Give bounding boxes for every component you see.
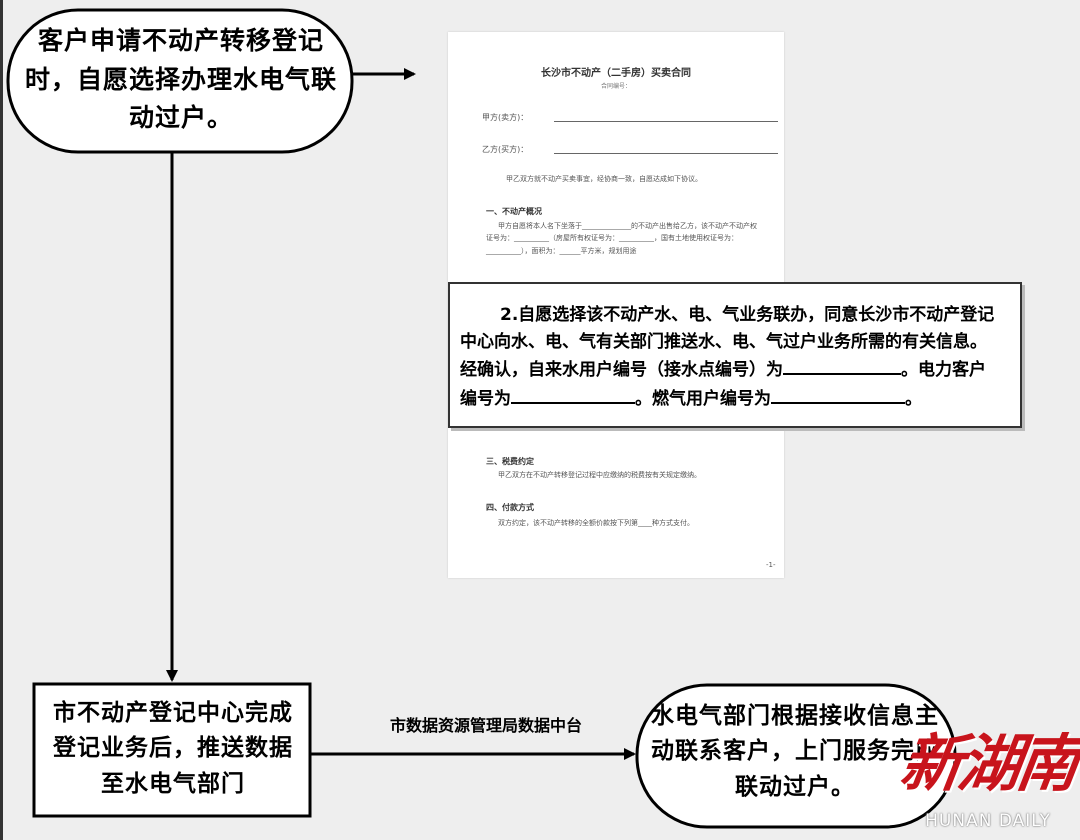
water-account-blank: [783, 356, 901, 376]
section3-body: 甲乙双方在不动产转移登记过程中应缴纳的税费按有关规定缴纳。: [498, 471, 701, 479]
highlighted-clause: 2.自愿选择该不动产水、电、气业务联办，同意长沙市不动产登记中心向水、电、气有关…: [448, 282, 1022, 428]
center-node-text: 市不动产登记中心完成登记业务后，推送数据至水电气部门: [53, 699, 293, 797]
hunan-daily-logo: 新湖南 HUNAN DAILY: [896, 727, 1080, 838]
party-b: 乙方(买方)：: [482, 144, 778, 157]
end-node-shape: [635, 683, 957, 829]
gas-account-blank: [771, 385, 905, 404]
start-node-shape: [6, 8, 354, 154]
party-a-blank-line: [554, 121, 778, 122]
end-node-text: 水电气部门根据接收信息主动联系客户，上门服务完成联动过户。: [651, 702, 939, 800]
section1-body: 甲方自愿将本人名下坐落于______________的不动产出售给乙方，该不动产…: [486, 222, 757, 255]
party-a-label: 甲方(卖方)：: [482, 113, 529, 122]
clause-text-3: 。燃气用户编号为: [635, 388, 771, 409]
center-node-shape: [32, 682, 312, 818]
left-edge-bar: [0, 0, 3, 840]
clause-text-4: 。: [905, 388, 922, 409]
power-account-blank: [511, 385, 635, 404]
clause-text-2: 。电力客户编号为: [460, 360, 986, 409]
page-number: -1-: [766, 561, 776, 569]
logo-subtitle: HUNAN DAILY: [925, 811, 1051, 831]
logo-name: 新湖南: [895, 727, 1080, 800]
section4-title: 四、付款方式: [486, 503, 534, 512]
party-b-blank-line: [554, 153, 778, 154]
section3-title: 三、税费约定: [486, 457, 534, 466]
edge-label-data-platform: 市数据资源管理局数据中台: [389, 716, 582, 735]
party-a: 甲方(卖方)：: [482, 112, 778, 125]
contract-number-label: 合同编号：: [600, 83, 631, 90]
section4-body: 双方约定，该不动产转移的全额价款按下列第____种方式支付。: [498, 519, 694, 527]
section1-title: 一、不动产概况: [486, 207, 542, 216]
party-b-label: 乙方(买方)：: [482, 145, 529, 154]
contract-intro: 甲乙双方就不动产买卖事宜，经协商一致，自愿达成如下协议。: [506, 175, 702, 183]
contract-title: 长沙市不动产（二手房）买卖合同: [541, 68, 691, 79]
clause-text-1: 2.自愿选择该不动产水、电、气业务联办，同意长沙市不动产登记中心向水、电、气有关…: [460, 305, 995, 381]
start-node-text: 客户申请不动产转移登记时，自愿选择办理水电气联动过户。: [24, 25, 337, 133]
